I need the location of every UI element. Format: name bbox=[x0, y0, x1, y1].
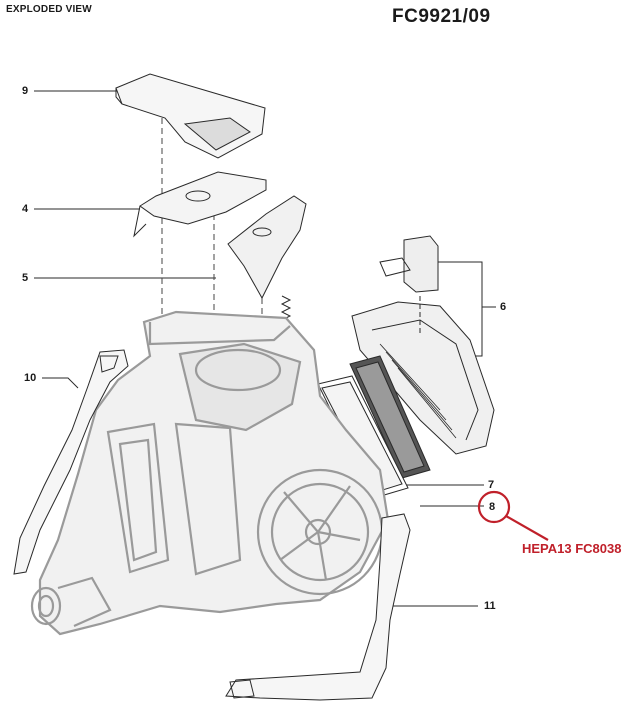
callout-9: 9 bbox=[22, 85, 29, 97]
callout-7: 7 bbox=[488, 479, 495, 491]
part-6-filter-assembly bbox=[351, 235, 495, 455]
hepa-note: HEPA13 FC8038 bbox=[522, 541, 622, 556]
callout-6: 6 bbox=[500, 301, 507, 313]
part-9-top-cover bbox=[115, 73, 266, 159]
callout-5: 5 bbox=[22, 272, 29, 284]
model-number: FC9921/09 bbox=[392, 6, 491, 27]
part-7-pre-filter bbox=[349, 355, 431, 479]
part-5-rear-cover bbox=[227, 195, 307, 300]
callout-10: 10 bbox=[24, 372, 37, 384]
exploded-view-label: EXPLODED VIEW bbox=[6, 4, 92, 15]
part-4-handle-cover bbox=[133, 171, 267, 238]
leader-10 bbox=[42, 377, 79, 389]
callout-4: 4 bbox=[22, 203, 29, 215]
callout-8: 8 bbox=[489, 501, 496, 513]
part-10-side-trim bbox=[13, 349, 129, 575]
vacuum-body bbox=[30, 310, 390, 636]
part-11-side-trim bbox=[225, 513, 411, 701]
callout-11: 11 bbox=[484, 600, 496, 612]
leader-11 bbox=[385, 577, 478, 607]
hepa-highlight bbox=[477, 490, 549, 541]
